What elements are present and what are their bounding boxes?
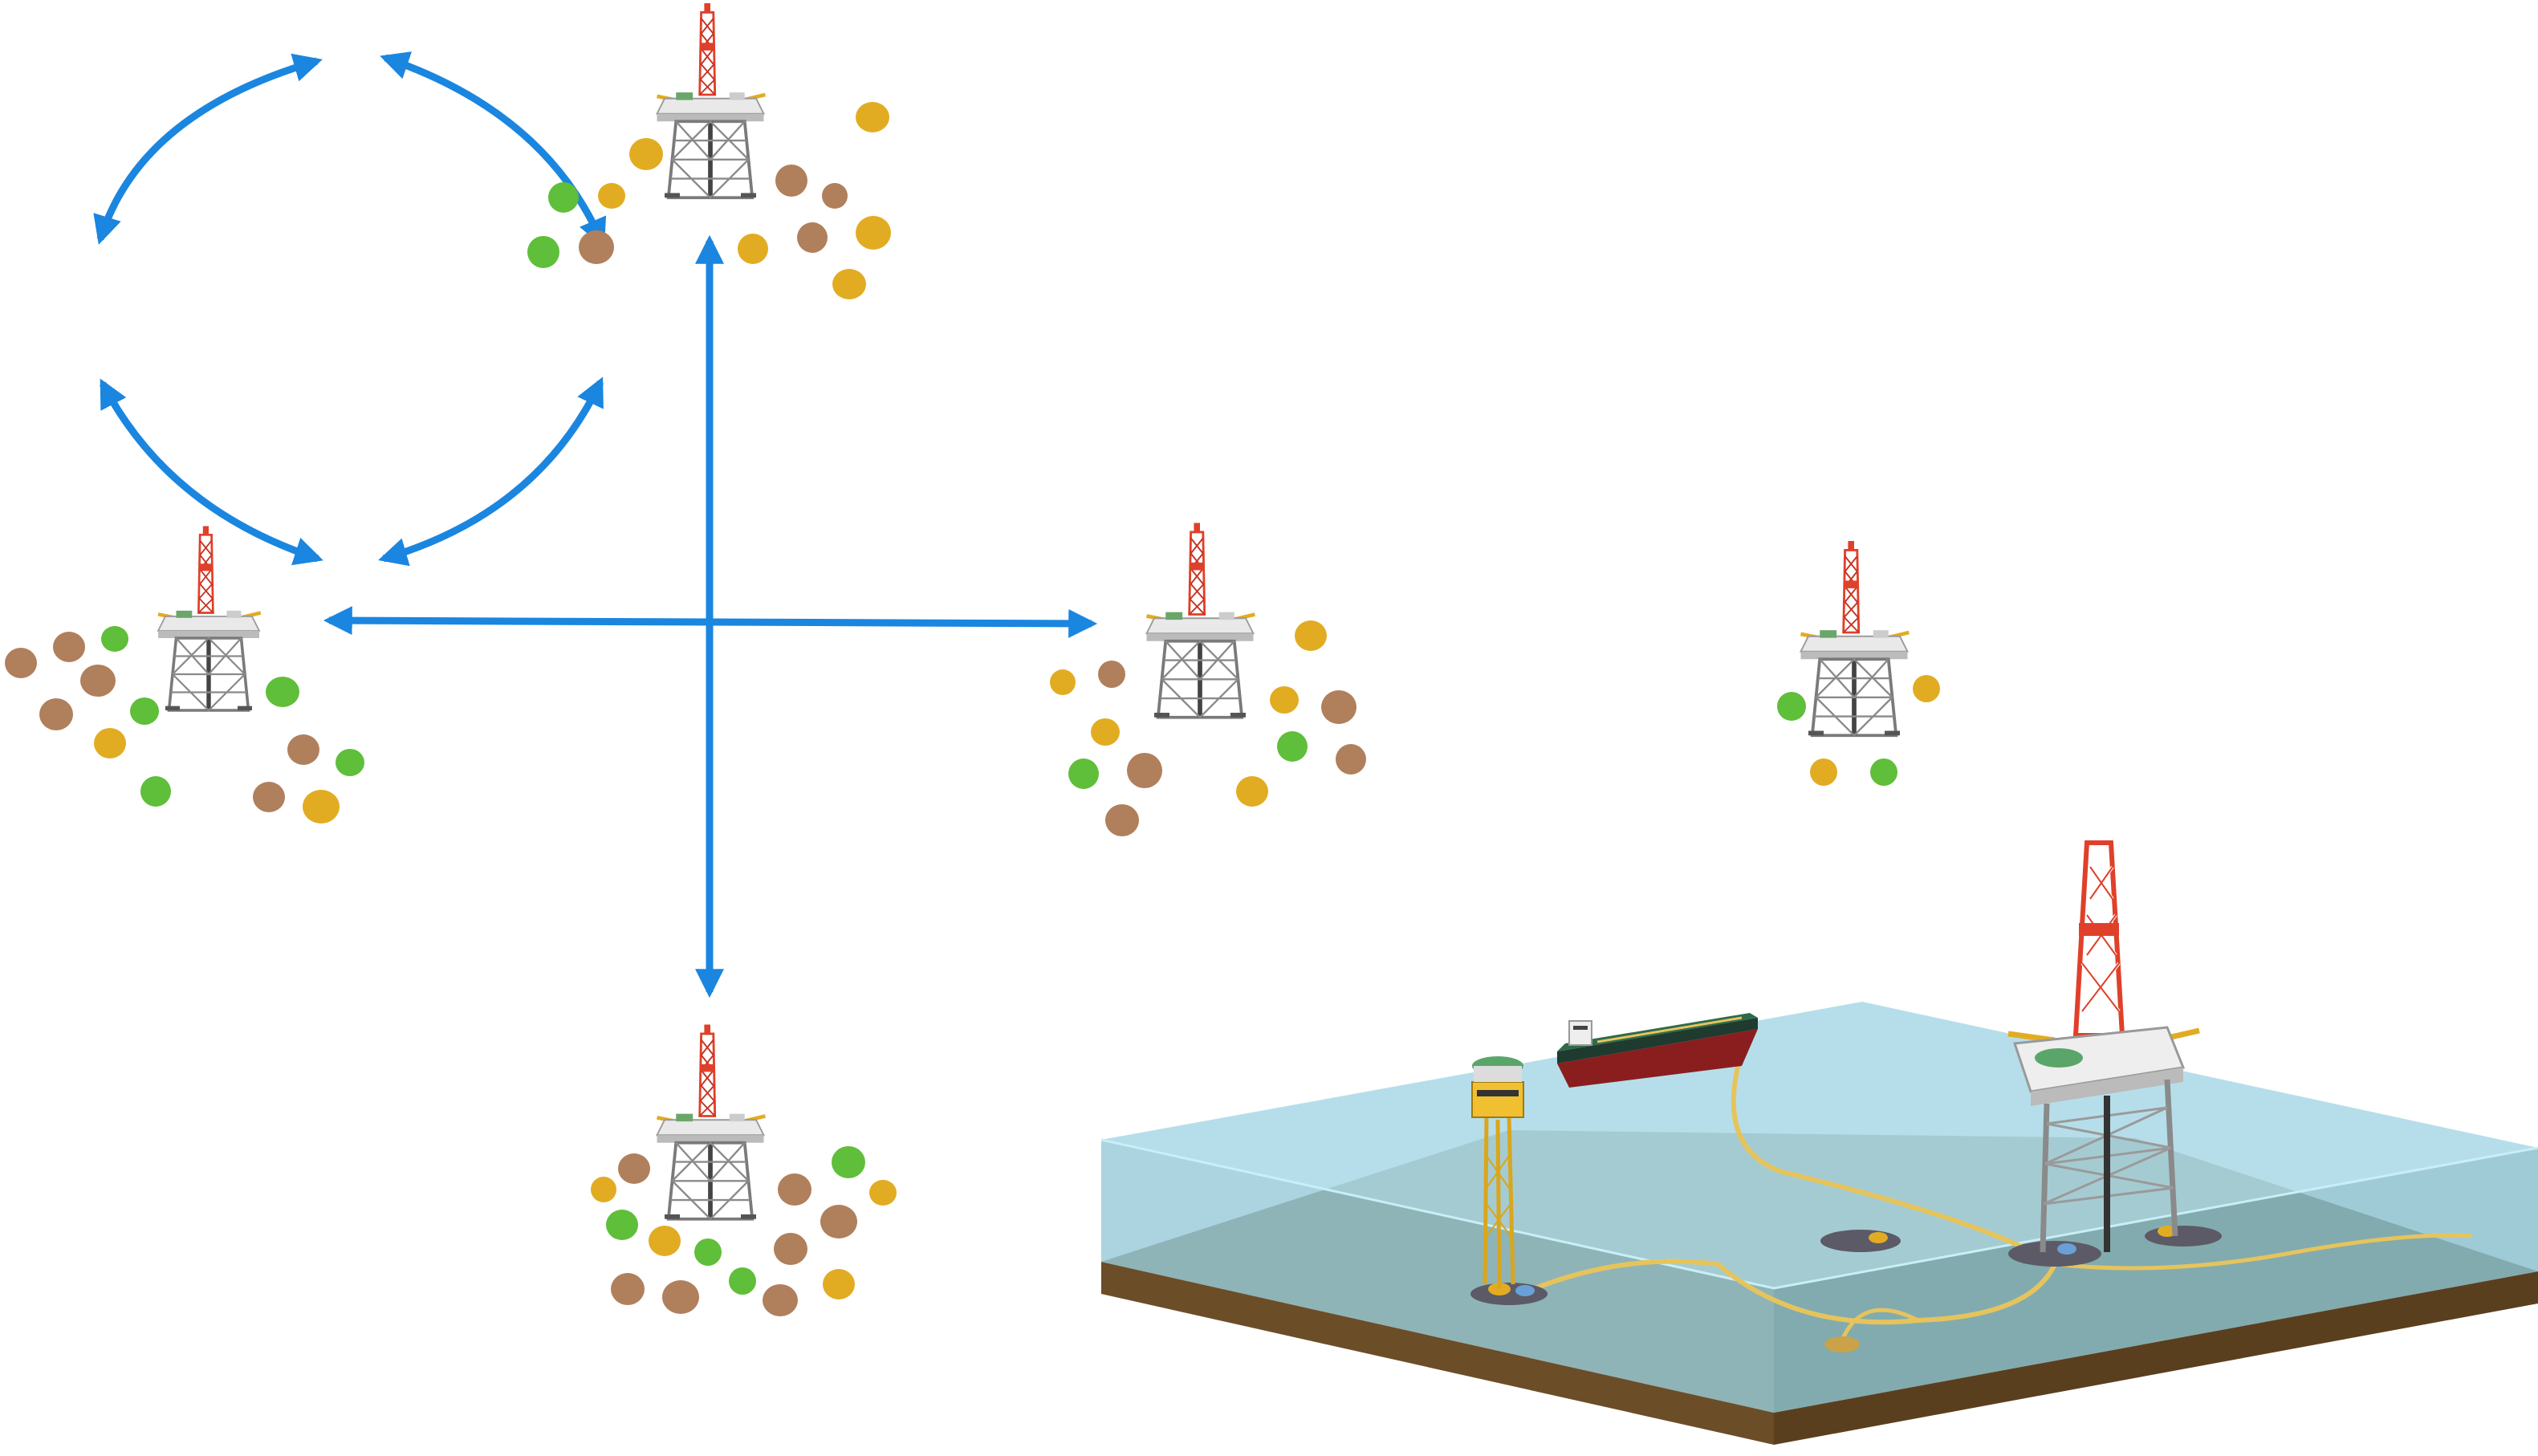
arrow-north-west bbox=[93, 53, 323, 245]
resource-dots-west bbox=[5, 626, 364, 824]
seabed-manifold bbox=[1824, 1336, 1860, 1352]
connection-arrows bbox=[93, 51, 1098, 998]
platform-west bbox=[158, 527, 261, 711]
arrow-north-east bbox=[380, 51, 607, 248]
platform-south bbox=[657, 1025, 766, 1219]
water-right bbox=[1774, 1148, 2538, 1413]
tanker-ship bbox=[1557, 1013, 1758, 1088]
pipeline-main bbox=[1523, 1051, 2058, 1325]
arrow-west-south bbox=[100, 378, 323, 566]
resource-dots-east bbox=[1050, 620, 1366, 836]
pipeline-spur bbox=[1840, 1308, 1920, 1341]
water-front bbox=[1101, 1140, 1774, 1413]
platform-standalone bbox=[1801, 541, 1910, 735]
resource-dots-north bbox=[527, 102, 891, 299]
resource-dots-standalone bbox=[1777, 675, 1940, 786]
seabed-equipment bbox=[1470, 1226, 2222, 1305]
offshore-platform-main bbox=[2007, 840, 2200, 1253]
buoy-tower bbox=[1471, 1056, 1524, 1289]
pipeline-branch bbox=[2054, 1233, 2473, 1271]
seabed-scene bbox=[1100, 840, 2538, 1445]
platform-east bbox=[1147, 523, 1255, 718]
arrow-west-east bbox=[323, 606, 1098, 638]
resource-dots-south bbox=[591, 1146, 897, 1316]
soil-block-right bbox=[1774, 1271, 2538, 1445]
soil-block-front bbox=[1101, 1262, 1774, 1445]
platform-north bbox=[657, 3, 766, 197]
arrow-east-south bbox=[378, 376, 604, 567]
